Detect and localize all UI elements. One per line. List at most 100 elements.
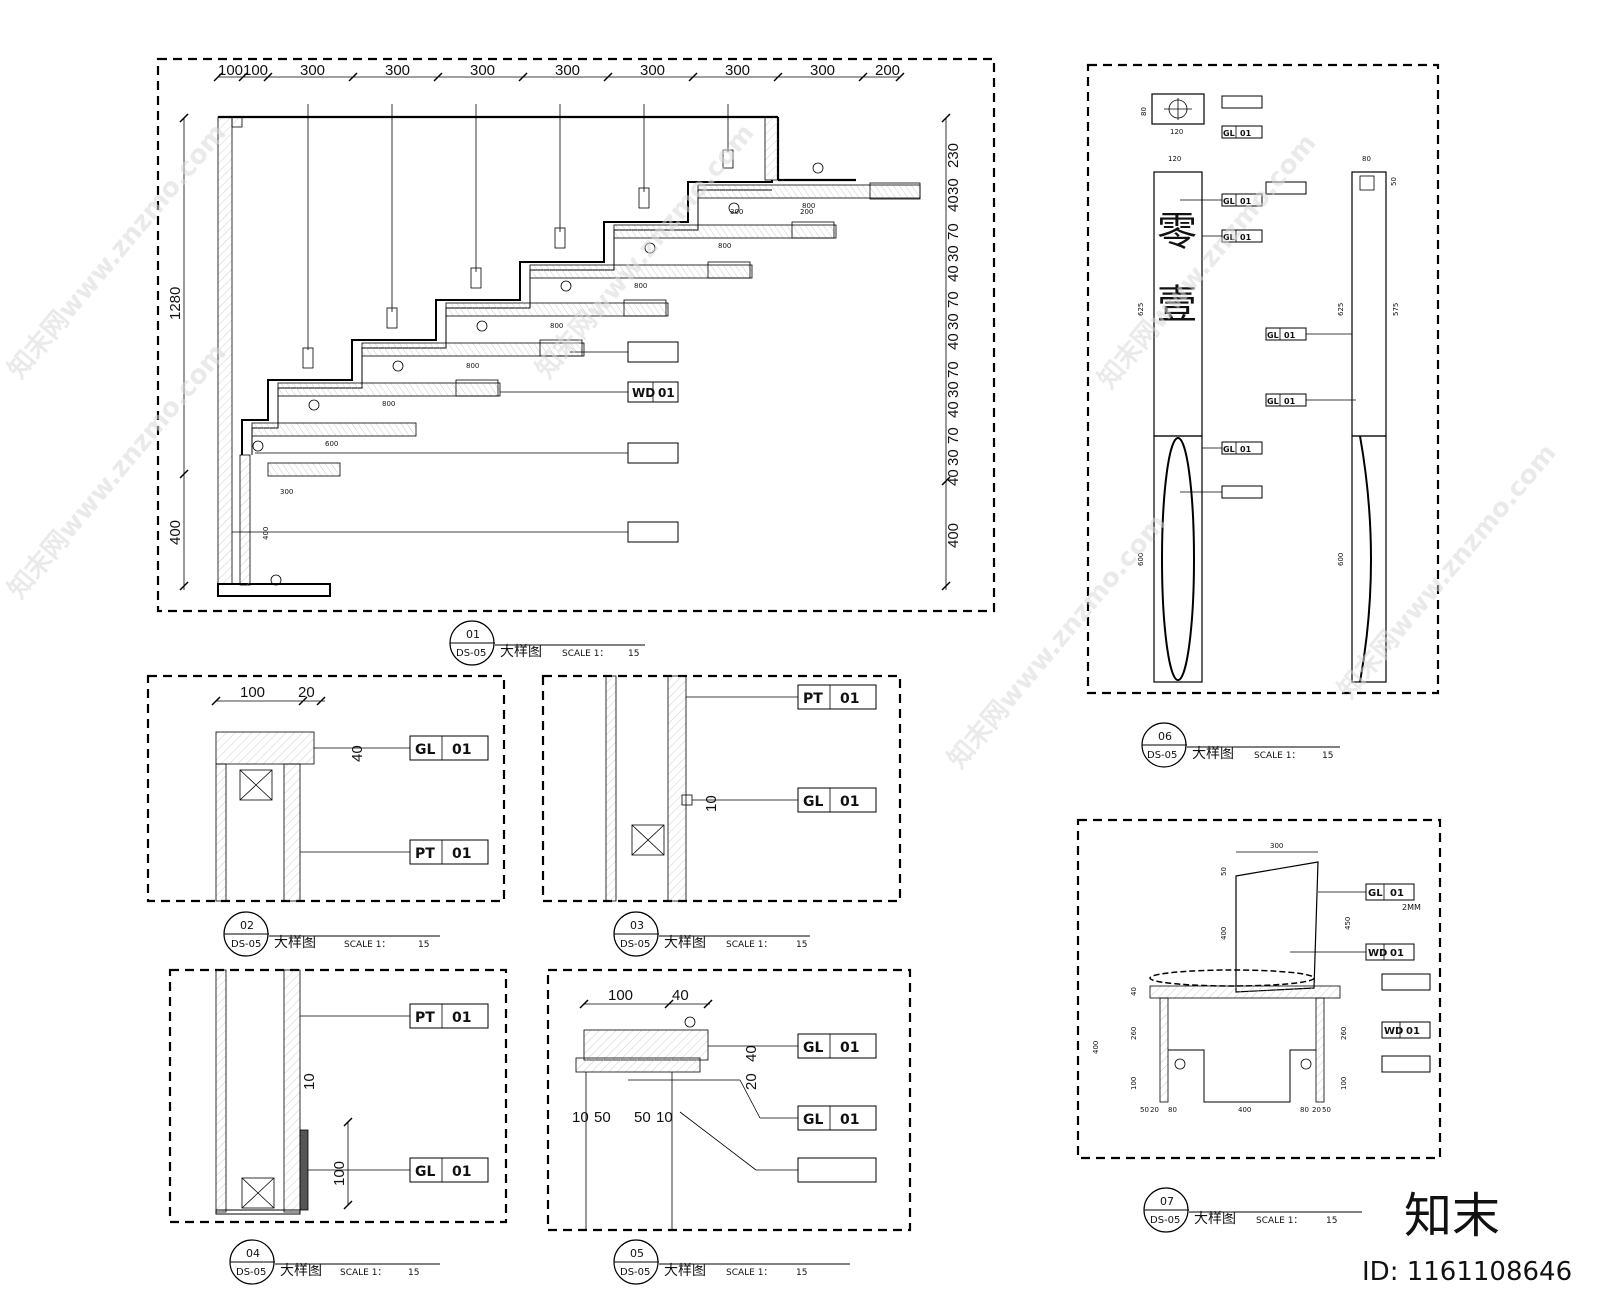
svg-text:01: 01 <box>1240 233 1252 242</box>
svg-text:GL: GL <box>803 794 823 810</box>
top-dim-5: 300 <box>470 62 495 79</box>
svg-text:01: 01 <box>1284 331 1296 340</box>
tag-wd-code: WD <box>632 386 655 400</box>
svg-text:800: 800 <box>382 400 395 408</box>
svg-text:01: 01 <box>1390 888 1404 899</box>
svg-text:40: 40 <box>945 469 962 486</box>
svg-text:DS-05: DS-05 <box>1147 750 1177 761</box>
tag-note-2mm: 2MM <box>1402 903 1421 912</box>
tags-07: GL 01 2MM WD 01 WD 01 <box>1290 883 1431 1073</box>
svg-text:50: 50 <box>594 1109 611 1126</box>
svg-text:大样图: 大样图 <box>664 1263 706 1279</box>
svg-text:100: 100 <box>1130 1077 1138 1090</box>
svg-text:GL: GL <box>1267 331 1279 340</box>
svg-text:50: 50 <box>1390 177 1398 186</box>
svg-text:50: 50 <box>1220 867 1228 876</box>
detail-04: 10 100 PT 01 GL 01 04 DS-05 大样图 SCALE 1：… <box>168 968 508 1285</box>
svg-text:DS-05: DS-05 <box>1150 1215 1180 1226</box>
svg-text:260: 260 <box>1130 1027 1138 1040</box>
svg-text:SCALE 1：: SCALE 1： <box>344 940 390 950</box>
svg-text:20: 20 <box>1150 1106 1159 1114</box>
svg-text:知末网www.znzmo.com: 知末网www.znzmo.com <box>1092 128 1322 394</box>
title-block-07: 07 DS-05 大样图 SCALE 1： 15 <box>1143 1187 1362 1233</box>
svg-text:SCALE 1：: SCALE 1： <box>562 649 608 659</box>
svg-text:40: 40 <box>349 745 366 762</box>
svg-text:800: 800 <box>718 242 731 250</box>
svg-text:80: 80 <box>1168 1106 1177 1114</box>
detail-06: 80 120 120 零 壹 625 600 80 50 625 575 600… <box>1086 63 1440 768</box>
svg-text:800: 800 <box>802 202 815 210</box>
svg-text:01: 01 <box>840 1112 859 1128</box>
svg-text:SCALE 1：: SCALE 1： <box>1256 1216 1302 1226</box>
svg-text:GL: GL <box>1223 129 1235 138</box>
hanging-rods <box>302 104 734 369</box>
svg-text:600: 600 <box>325 440 338 448</box>
svg-text:GL: GL <box>415 1164 435 1180</box>
svg-text:大样图: 大样图 <box>280 1263 322 1279</box>
svg-text:01: 01 <box>452 846 471 862</box>
svg-text:01: 01 <box>1240 445 1252 454</box>
brand-logo: 知末 <box>1404 1188 1500 1244</box>
detail-01-frame <box>156 57 996 613</box>
detail-01: 100 100 300 300 300 300 300 300 300 200 … <box>156 57 996 666</box>
svg-text:大样图: 大样图 <box>500 644 542 660</box>
svg-text:400: 400 <box>1092 1041 1100 1054</box>
svg-text:03: 03 <box>630 919 644 932</box>
detail-05: 100 40 20 40 10 50 50 10 GL 01 GL 01 05 … <box>546 968 912 1285</box>
svg-text:15: 15 <box>796 940 807 950</box>
svg-text:01: 01 <box>1240 129 1252 138</box>
svg-text:800: 800 <box>466 362 479 370</box>
svg-text:600: 600 <box>1137 553 1145 566</box>
svg-text:01: 01 <box>1390 948 1404 959</box>
svg-text:01: 01 <box>1284 397 1296 406</box>
svg-text:05: 05 <box>630 1247 644 1260</box>
svg-text:50: 50 <box>634 1109 651 1126</box>
svg-text:575: 575 <box>1392 303 1400 316</box>
svg-text:GL: GL <box>1223 233 1235 242</box>
svg-text:20: 20 <box>1312 1106 1321 1114</box>
svg-text:04: 04 <box>246 1247 260 1260</box>
svg-text:20: 20 <box>743 1073 760 1090</box>
top-dim-7: 300 <box>640 62 665 79</box>
top-dim-ticks <box>213 72 905 82</box>
detail-07: 300 50 400 450 40 400 260 100 260 100 50… <box>1076 818 1442 1233</box>
svg-text:GL: GL <box>1223 445 1235 454</box>
svg-text:06: 06 <box>1158 730 1172 743</box>
svg-text:300: 300 <box>730 208 743 216</box>
svg-text:70: 70 <box>945 427 962 444</box>
sign-panel-side <box>1351 171 1387 437</box>
svg-text:600: 600 <box>1337 553 1345 566</box>
svg-text:01: 01 <box>1240 197 1252 206</box>
svg-text:大样图: 大样图 <box>1192 746 1234 762</box>
svg-text:200: 200 <box>800 208 813 216</box>
svg-text:知末网www.znzmo.com: 知末网www.znzmo.com <box>942 508 1172 774</box>
svg-text:30: 30 <box>945 178 962 195</box>
top-dim-1: 100 <box>218 62 243 79</box>
svg-text:大样图: 大样图 <box>664 935 706 951</box>
svg-text:30: 30 <box>945 313 962 330</box>
svg-text:40: 40 <box>1130 987 1138 996</box>
svg-text:50: 50 <box>1140 1106 1149 1114</box>
svg-text:450: 450 <box>1344 917 1352 930</box>
svg-text:100: 100 <box>331 1161 348 1186</box>
svg-text:01: 01 <box>452 1164 471 1180</box>
top-dim-6: 300 <box>555 62 580 79</box>
shelf-boards <box>251 182 921 477</box>
svg-text:40: 40 <box>672 987 689 1004</box>
svg-text:07: 07 <box>1160 1195 1174 1208</box>
svg-text:PT: PT <box>415 1010 435 1026</box>
svg-text:15: 15 <box>628 649 639 659</box>
svg-text:30: 30 <box>945 449 962 466</box>
svg-text:GL: GL <box>1267 397 1279 406</box>
svg-text:20: 20 <box>298 684 315 701</box>
svg-text:01: 01 <box>466 628 480 641</box>
svg-text:02: 02 <box>240 919 254 932</box>
svg-text:01: 01 <box>1406 1026 1420 1037</box>
svg-text:230: 230 <box>945 143 962 168</box>
svg-text:30: 30 <box>945 381 962 398</box>
title-block-03: 03 DS-05 大样图 SCALE 1： 15 <box>613 911 810 957</box>
floor-plate <box>217 583 331 597</box>
svg-text:70: 70 <box>945 223 962 240</box>
svg-text:WD: WD <box>1384 1026 1403 1037</box>
